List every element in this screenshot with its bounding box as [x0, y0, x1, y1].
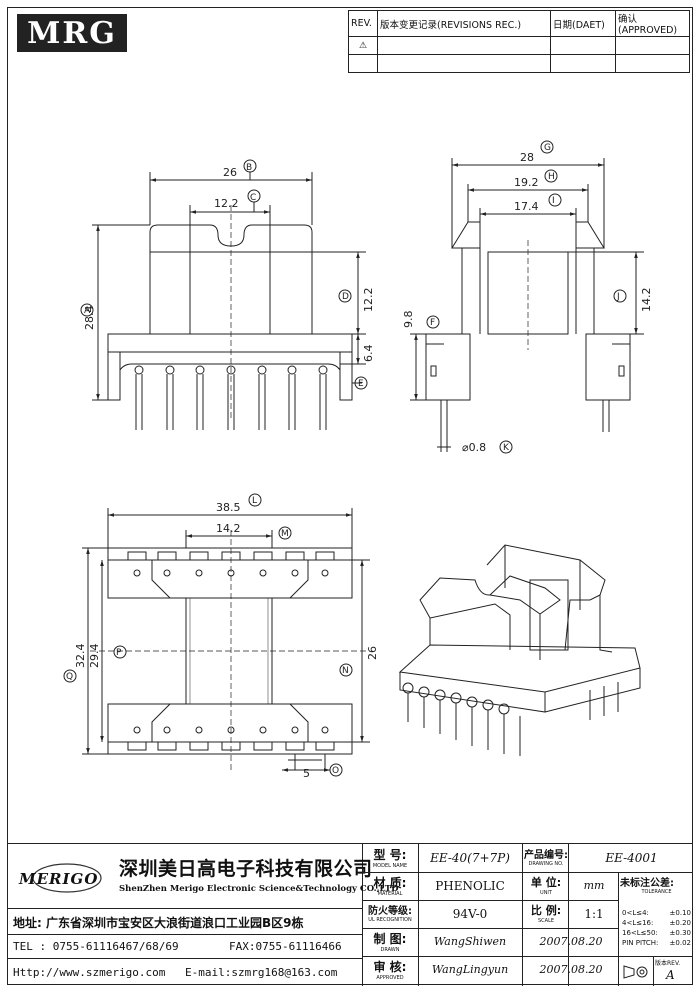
- projection-symbol-icon: [622, 960, 650, 982]
- dim-side-14-2: 14.2: [640, 288, 653, 313]
- title-fields: 型 号: MODEL NAME EE-40(7+7P) 产品编号: DRAWIN…: [362, 844, 693, 986]
- tolerance-row: 4<L≤16:±0.20: [622, 919, 691, 927]
- rev-row-2-approved: [615, 54, 690, 73]
- brand-logo: MERIGO: [15, 850, 115, 908]
- side-view: [410, 140, 644, 454]
- ref-E: E: [358, 379, 364, 389]
- dim-front-6-4: 6.4: [362, 345, 375, 363]
- company-name-en: ShenZhen Merigo Electronic Science&Techn…: [119, 884, 399, 894]
- ref-B: B: [246, 163, 252, 173]
- dim-bottom-38-5: 38.5: [216, 501, 241, 514]
- revision-table: REV. 版本变更记录(REVISIONS REC.) 日期(DAET) 确认(…: [348, 10, 690, 73]
- approved-date: 2007.08.20: [539, 963, 603, 976]
- unit-value: mm: [583, 879, 605, 892]
- drawn-value: WangShiwen: [433, 935, 507, 948]
- ref-O: O: [332, 766, 339, 776]
- dim-front-26: 26: [223, 166, 237, 179]
- unit-label: 单 位: UNIT: [530, 876, 562, 896]
- drawing-no-label: 产品编号: DRAWING NO.: [524, 850, 568, 867]
- dim-bottom-32-4: 32.4: [74, 644, 87, 669]
- rev-header-approved: 确认(APPROVED): [615, 10, 690, 37]
- rev-header-rev: REV.: [348, 10, 378, 37]
- rev-label: 版本REV.: [655, 960, 681, 967]
- drawn-date: 2007.08.20: [539, 935, 603, 948]
- company-tel: TEL : 0755-61116467/68/69: [13, 940, 179, 953]
- ref-M: M: [281, 529, 289, 539]
- ref-C: C: [250, 193, 256, 203]
- company-website: Http://www.szmerigo.com: [13, 966, 166, 979]
- ref-H: H: [548, 172, 555, 182]
- scale-label: 比 例: SCALE: [530, 904, 562, 924]
- dim-side-pin-dia: ⌀0.8: [462, 441, 486, 454]
- dim-bottom-29-4: 29.4: [88, 644, 101, 669]
- dim-bottom-26: 26: [366, 646, 379, 660]
- rev-value: A: [666, 968, 675, 982]
- logo-text: MRG: [27, 15, 117, 51]
- company-address: 地址: 广东省深圳市宝安区大浪街道浪口工业园B区9栋: [13, 916, 304, 930]
- technical-drawing: 26 B 12.2 C 28.4 A 12.2 D 6.4 E 28 G 19.…: [63, 140, 653, 780]
- ref-N: N: [342, 666, 349, 676]
- approved-label: 审 核: APPROVED: [373, 960, 407, 981]
- tolerance-row: 16<L≤50:±0.30: [622, 929, 691, 937]
- tolerance-row: 0<L≤4:±0.10: [622, 909, 691, 917]
- dim-bottom-14-2: 14.2: [216, 522, 241, 535]
- material-label: 材 质: MATERIAL: [373, 876, 407, 897]
- ref-Q: Q: [66, 672, 73, 682]
- ref-J: J: [616, 292, 620, 302]
- company-email: E-mail:szmrg168@163.com: [185, 966, 338, 979]
- bottom-view: [63, 493, 370, 777]
- tolerance-sub: TOLERANCE: [641, 889, 672, 895]
- model-label: 型 号: MODEL NAME: [372, 848, 408, 869]
- dim-bottom-5: 5: [303, 767, 310, 780]
- company-area: MERIGO 深圳美日高电子科技有限公司 ShenZhen Merigo Ele…: [7, 844, 399, 986]
- ref-P: P: [116, 648, 122, 658]
- isometric-view: [398, 544, 641, 756]
- ref-K: K: [503, 443, 510, 453]
- title-block: MERIGO 深圳美日高电子科技有限公司 ShenZhen Merigo Ele…: [7, 843, 693, 986]
- dim-front-28-4: 28.4: [83, 306, 96, 331]
- tolerance-row: PIN PITCH:±0.02: [622, 939, 691, 947]
- tolerance-label: 未标注公差:: [620, 878, 674, 889]
- ref-F: F: [430, 318, 435, 328]
- iso-pins: [402, 682, 619, 756]
- logo: MRG: [17, 14, 127, 52]
- dim-front-12-2-side: 12.2: [362, 288, 375, 313]
- bottom-pin-pads: [127, 551, 335, 751]
- front-pins: [134, 365, 328, 430]
- approved-value: WangLingyun: [431, 963, 509, 976]
- front-view: [80, 159, 368, 430]
- drawing-no-value: EE-4001: [605, 851, 658, 865]
- dim-side-28: 28: [520, 151, 534, 164]
- material-value: PHENOLIC: [435, 879, 505, 893]
- drawn-label: 制 图: DRAWN: [373, 932, 407, 953]
- company-fax: FAX:0755-61116466: [229, 940, 342, 953]
- dim-side-17-4: 17.4: [514, 200, 539, 213]
- dim-side-9-8: 9.8: [402, 311, 415, 329]
- ref-I: I: [552, 196, 555, 206]
- dim-front-12-2-top: 12.2: [214, 197, 239, 210]
- scale-value: 1:1: [584, 907, 604, 921]
- dim-side-19-2: 19.2: [514, 176, 539, 189]
- brand-swoosh-icon: [32, 863, 102, 893]
- ref-A: A: [84, 306, 91, 316]
- ul-label: 防火等级: UL RECOGNITION: [368, 906, 412, 923]
- tolerance-list: 0<L≤4:±0.10 4<L≤16:±0.20 16<L≤50:±0.30 P…: [620, 908, 693, 948]
- ref-L: L: [252, 496, 257, 506]
- ul-value: 94V-0: [452, 907, 488, 921]
- model-value: EE-40(7+7P): [430, 851, 510, 865]
- tolerance-block: 未标注公差: TOLERANCE: [620, 874, 693, 895]
- ref-D: D: [342, 292, 349, 302]
- drawing-frame: [7, 7, 693, 985]
- brand-name: MERIGO: [19, 870, 99, 888]
- company-name-cn: 深圳美日高电子科技有限公司: [119, 858, 373, 880]
- ref-G: G: [544, 143, 551, 153]
